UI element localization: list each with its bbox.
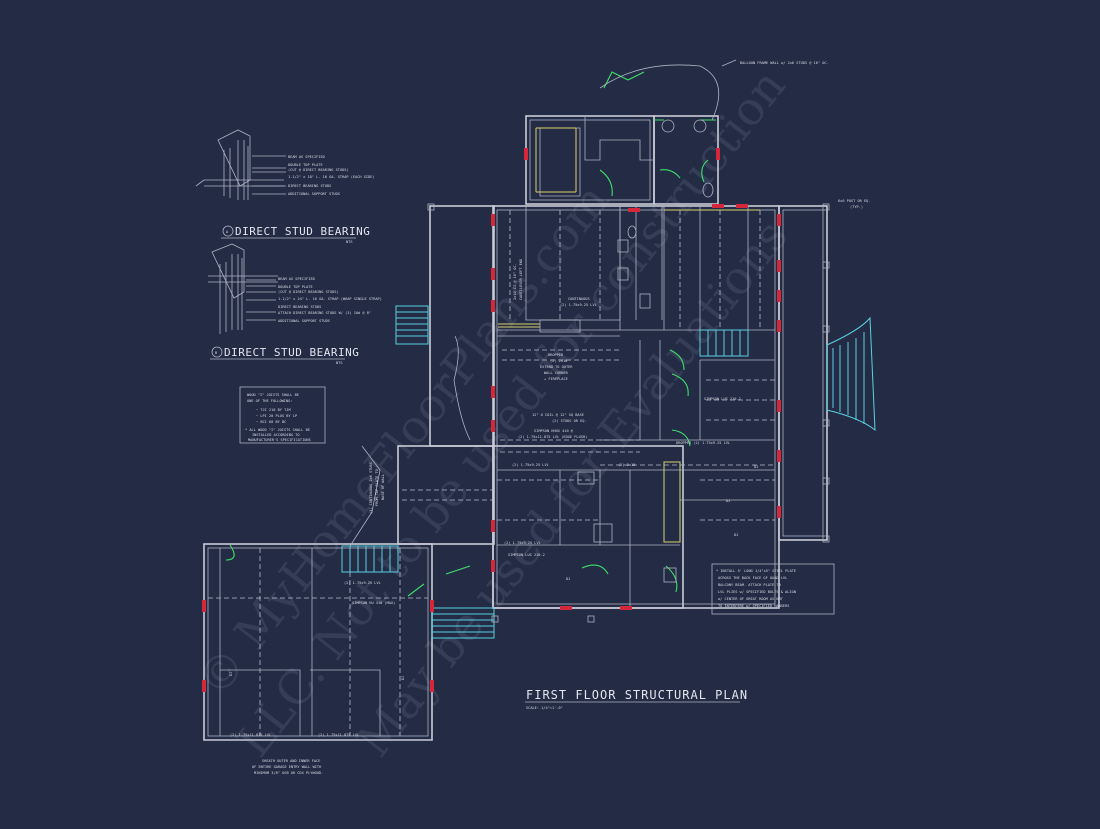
label-simpson-hu: SIMPSON HU 410 (MAX) [352, 601, 395, 605]
steel-note-4: LVL PLIES w/ SPECIFIED BOLTS & ALIGN [718, 590, 796, 594]
steel-plate-note: * INSTALL 5' LONG 1/4"x5" STEEL PLATE AC… [711, 563, 835, 615]
label-extend-c: + FIREPLACE [544, 377, 568, 381]
leader-lines [349, 59, 737, 547]
plan-title: FIRST FLOOR STRUCTURAL PLAN [526, 688, 748, 702]
detail-a-title: DIRECT STUD BEARING [235, 225, 370, 238]
detail-b-note-2: DOUBLE TOP PLATE [278, 285, 313, 289]
beam-highlights [498, 127, 760, 543]
label-hanger: SIMPSON HHUS 410 @ [534, 429, 574, 433]
detail-a-note-2: DOUBLE TOP PLATE [288, 163, 323, 167]
detail-b-note-1: BEAM AS SPECIFIED [278, 277, 315, 281]
detail-a-note-4: 1-1/2" x 18" L. 16 GA. STRAP (EACH SIDE) [288, 175, 375, 179]
plan-scale: SCALE: 1/4"=1'-0" [526, 706, 563, 710]
label-dj-6: DJ [401, 676, 405, 680]
joist-note-5: ~ BCI 60 BY BC [256, 420, 286, 424]
joist-note-7: INSTALLED ACCORDING TO [252, 433, 300, 437]
steel-note-2: ACROSS THE BACK FACE OF QUAD LVL [718, 576, 787, 580]
detail-b-drawing [208, 243, 278, 334]
joist-note-2: ONE OF THE FOLLOWING: [247, 399, 292, 403]
watermark: © MyHomeFloorPlans.com LLC. Not to be us… [186, 59, 798, 767]
label-lvl-a: (2) 1.75x9.25 LVL [512, 463, 549, 467]
detail-a-note-1: BEAM AS SPECIFIED [288, 155, 325, 159]
joist-note-4: ~ LPI 20 PLUS BY LP [256, 414, 297, 418]
detail-b-note-5: DIRECT BEARING STUDS [278, 305, 321, 309]
label-2x10: (2) 2x10 [618, 463, 635, 467]
label-dropped: DROPPED [548, 353, 563, 357]
detail-b-note-7: ADDITIONAL SUPPORT STUDS [278, 319, 330, 323]
detail-a-note-3: (CUT @ DIRECT BEARING STUDS) [288, 168, 349, 172]
label-sheath-c: MINIMUM 3/8" OSB OR CDX PLYWOOD. [254, 771, 323, 775]
joist-note-6: * ALL WOOD "I" JOISTS SHALL BE [245, 428, 310, 432]
steel-note-3: BALCONY BEAM. ATTACH PLATE TO [718, 583, 781, 587]
label-lvl-e: (2) 1.75x11.875 LVL [230, 733, 271, 737]
label-dropped-2x10: (2) 2x10 [550, 359, 567, 363]
detail-a-note-6: ADDITIONAL SUPPORT STUDS [288, 192, 340, 196]
joist-note-box: WOOD "I" JOISTS SHALL BE ONE OF THE FOLL… [239, 386, 326, 444]
label-lvl-flush: (2) 1.75x11.875 LVL (EDGE FLUSH) [518, 435, 587, 439]
steel-note-1: * INSTALL 5' LONG 1/4"x5" STEEL PLATE [716, 569, 796, 573]
detail-b-note-6: ATTACH DIRECT BEARING STUDS W/ (3) 10d @… [278, 311, 371, 315]
plan-labels: BALLOON FRAME WALL w/ 2x6 STUDS @ 16" OC… [229, 61, 870, 775]
label-simpson-lus: SIMPSON LUS 210-2 [508, 553, 545, 557]
detail-b-note-4: 1-1/2" x 24" L. 16 GA. STRAP (WRAP SINGL… [278, 297, 382, 301]
exterior-walls [203, 115, 828, 741]
plan-title-block: FIRST FLOOR STRUCTURAL PLAN SCALE: 1/4"=… [525, 688, 748, 710]
detail-a-marker: A [226, 230, 229, 234]
label-continuous-studs-c: BASE OF WALL [381, 474, 385, 500]
stairs [341, 305, 876, 639]
detail-a-drawing [195, 129, 286, 200]
label-lvl-c: (2) 1.75x9.25 LVL [344, 581, 381, 585]
detail-b-note-3: (CUT @ DIRECT BEARING STUDS) [278, 290, 339, 294]
label-dj-1: DJ [754, 465, 758, 469]
label-extend: EXTEND TO OUTER [540, 365, 573, 369]
porch-posts [427, 203, 830, 623]
label-cantilever-b: CANTILEVER LEFT END [519, 259, 523, 300]
label-simpson-lus-b: SIMPSON LUS 210-2 [704, 397, 741, 401]
steel-note-6: TO INTERFERE w/ SPECIFIED HANGERS [718, 604, 789, 608]
interior-walls [204, 116, 775, 741]
label-coil-b: (2) STUDS OR EQ. [552, 419, 587, 423]
detail-b-marker-circle [211, 346, 223, 358]
label-dj-5: DJ [229, 672, 233, 676]
door-swings [225, 71, 716, 597]
detail-b-title: DIRECT STUD BEARING [224, 346, 359, 359]
label-post: 6x6 POST OR EQ. [838, 199, 870, 203]
label-continuous-studs: (3) CONTINUOUS 2x6 STUDS [369, 462, 373, 514]
label-coil: 12" O COIL @ 12" SQ BASE [532, 413, 584, 417]
label-balloon-frame: BALLOON FRAME WALL w/ 2x6 STUDS @ 16" OC… [740, 61, 829, 65]
steel-note-5: w/ CENTER OF GREAT ROOM AS NOT [718, 597, 784, 601]
label-sheath-b: OF ENTIRE GARAGE ENTRY WALL WITH [252, 765, 321, 769]
label-lvl-f: (2) 1.75x11.875 LVL [318, 733, 359, 737]
label-continuous-b: (2) 1.75x9.25 LVL [560, 303, 597, 307]
beam-lines [208, 210, 775, 736]
label-dj-2: DJ [726, 499, 730, 503]
label-dj-3: DJ [734, 533, 738, 537]
label-lvl-b: (2) 1.75x9.25 LVL [504, 541, 541, 545]
fixtures [539, 119, 714, 583]
detail-a-marker-circle [222, 225, 234, 237]
joist-note-1: WOOD "I" JOISTS SHALL BE [247, 393, 299, 397]
detail-b-scale: NTS [336, 361, 343, 365]
label-post-typ: (TYP.) [850, 205, 863, 209]
joist-note-8: MANUFACTURER'S SPECIFICATIONS [248, 438, 311, 442]
wall-anchors [202, 148, 781, 692]
label-continuous-studs-b: FROM TOP PLATE TO [375, 469, 379, 506]
detail-a: BEAM AS SPECIFIED DOUBLE TOP PLATE (CUT … [195, 129, 375, 244]
detail-b: BEAM AS SPECIFIED DOUBLE TOP PLATE (CUT … [208, 243, 382, 365]
label-extend-b: WALL CORNER [544, 371, 569, 375]
label-cantilever: 2x10 CJ @ 16" OC. [513, 263, 517, 300]
detail-b-marker: B [215, 351, 217, 355]
label-sheath: SHEATH OUTER AND INNER FACE [262, 759, 320, 763]
detail-a-note-5: DIRECT BEARING STUDS [288, 184, 331, 188]
detail-a-scale: NTS [346, 240, 353, 244]
label-dj-4: DJ [566, 577, 570, 581]
label-continuous: CONTINUOUS [568, 297, 590, 301]
label-dropped-lvl: DROPPED (2) 1.75x9.25 LVL [676, 441, 730, 445]
joist-note-3: ~ TJI 210 BY TJM [256, 408, 291, 412]
